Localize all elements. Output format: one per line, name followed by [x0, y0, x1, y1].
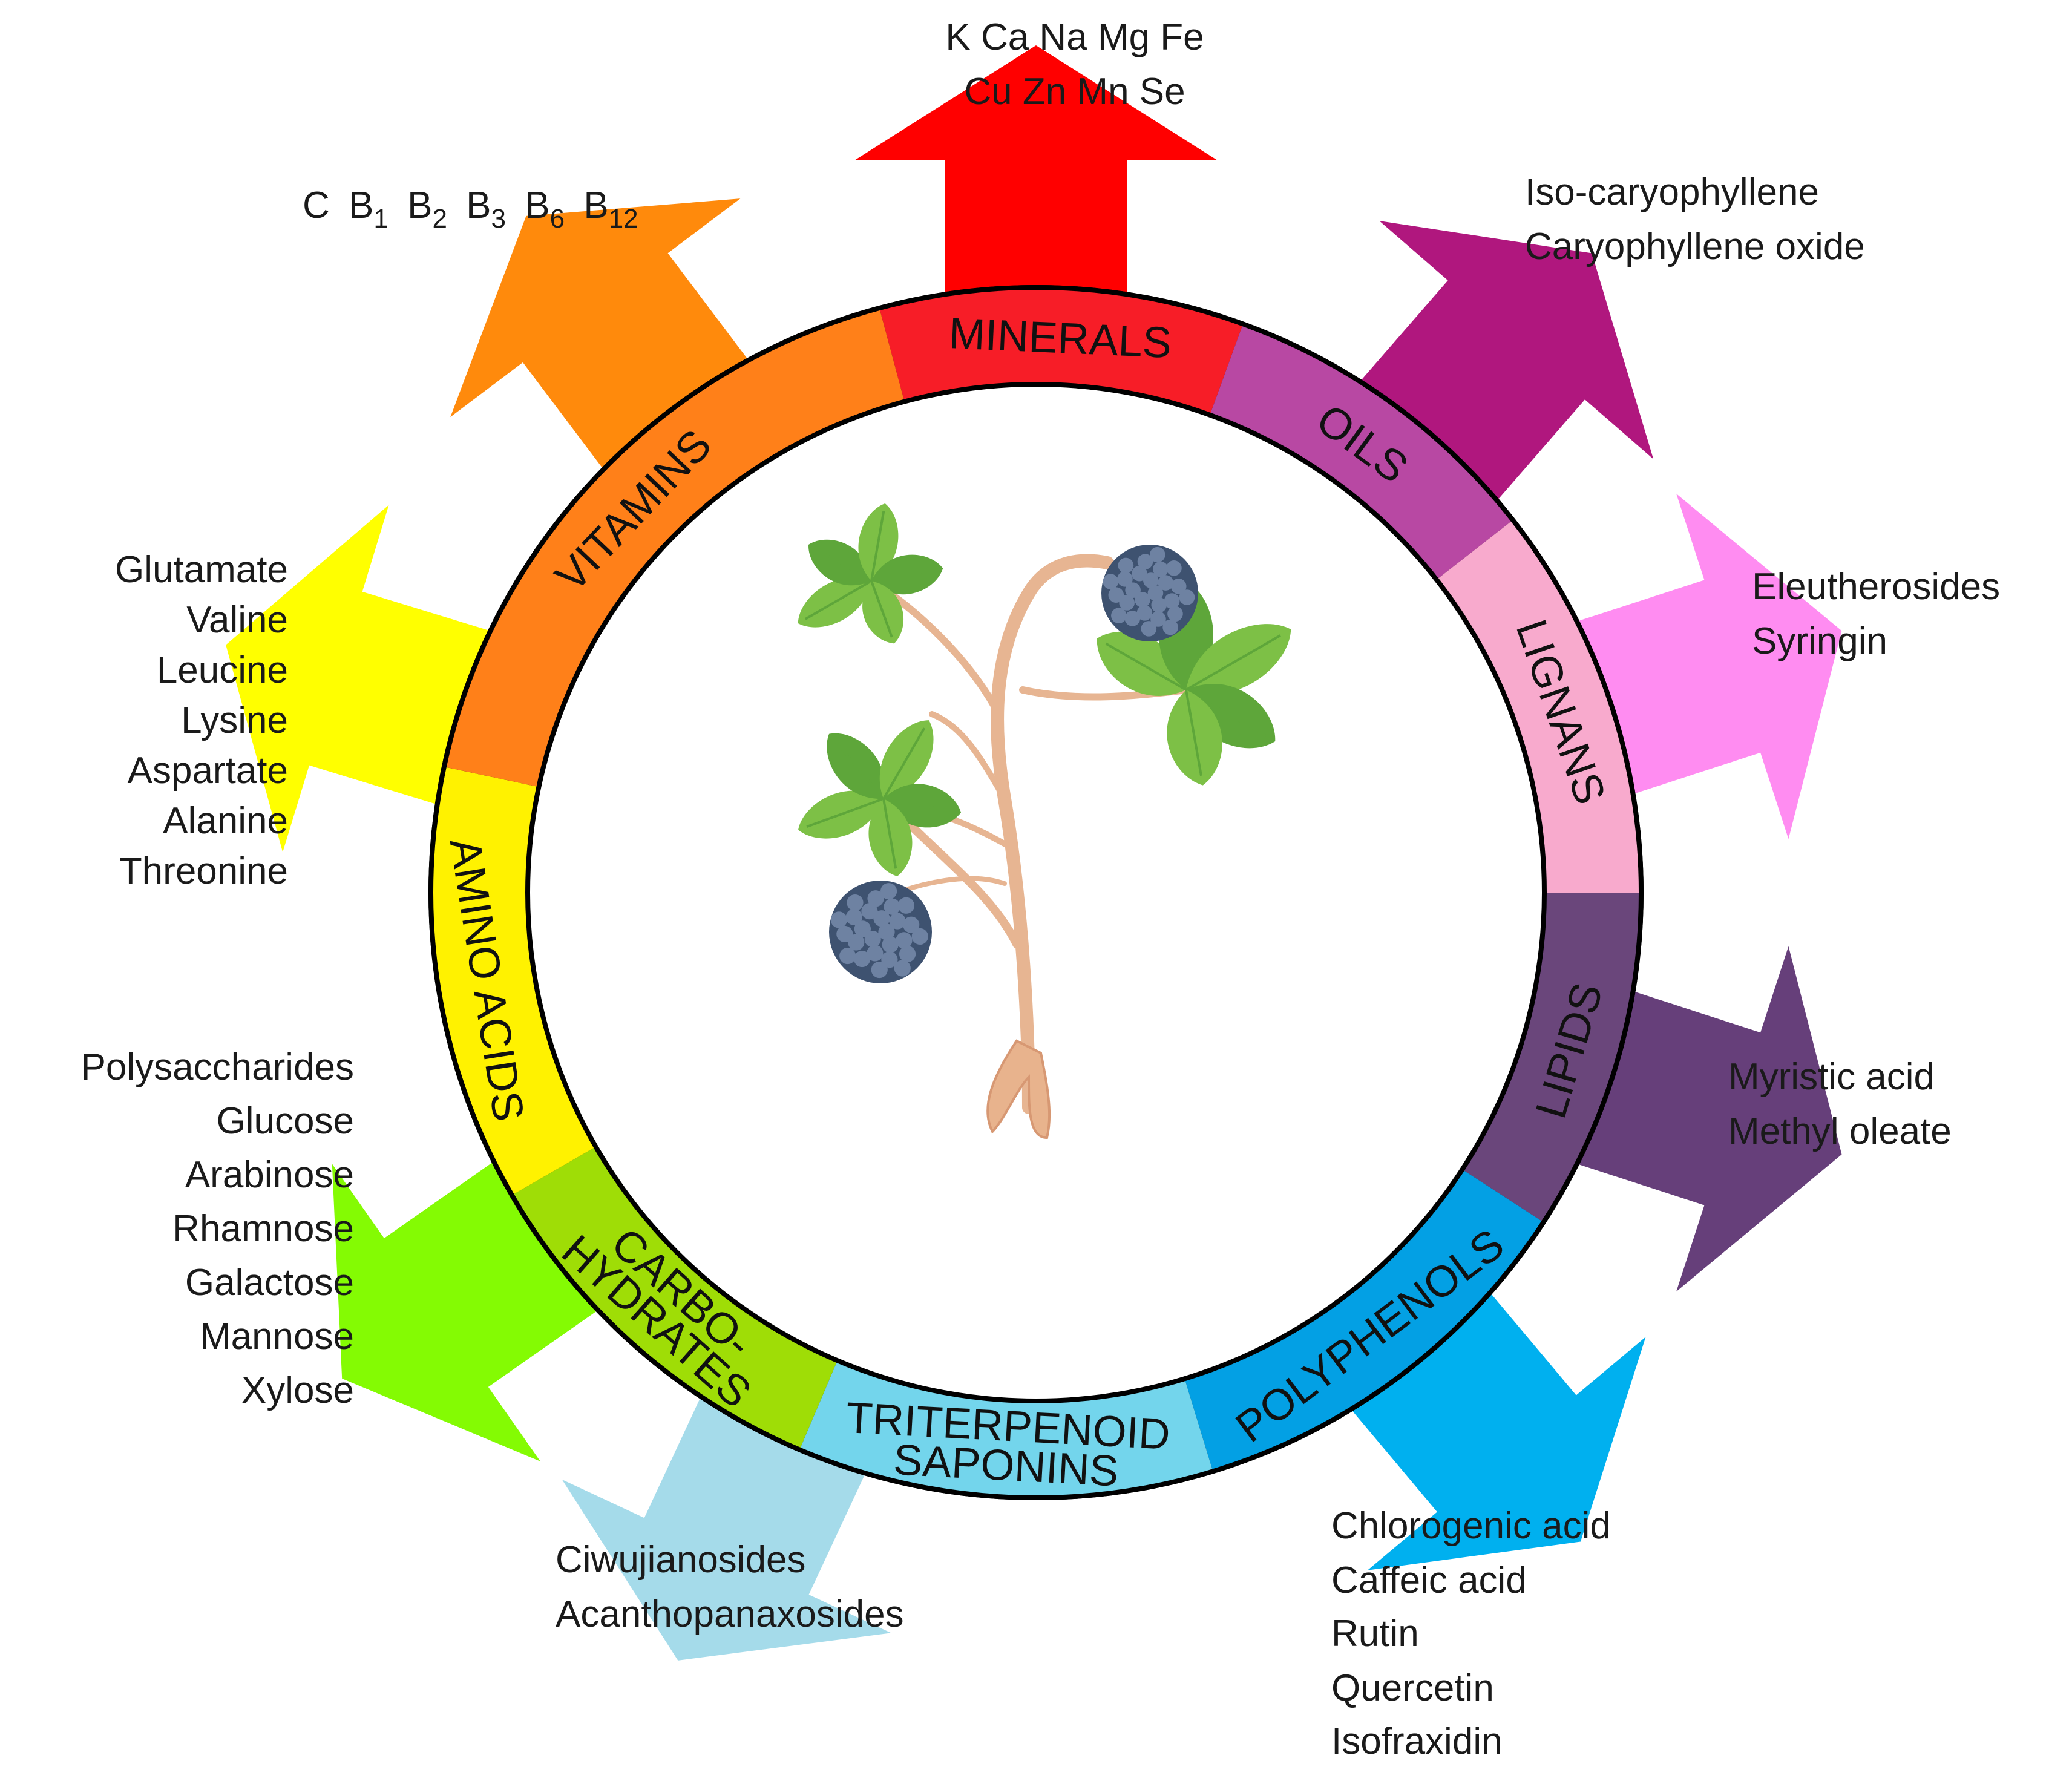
amino-acid-item: Leucine [157, 649, 288, 691]
carbohydrates-item: Rhamnose [172, 1208, 354, 1250]
ring-inner-disc [525, 382, 1547, 1403]
amino-acids-arrow [226, 505, 507, 853]
amino-acid-item: Lysine [181, 700, 288, 741]
vitamin-letter: B [525, 185, 549, 226]
polyphenols-segment [1184, 1169, 1544, 1472]
lignans-item: Eleutherosides [1752, 566, 2000, 608]
lignans-segment [1436, 520, 1641, 893]
polyphenols-item: Quercetin [1331, 1667, 1494, 1709]
vitamin-subscript: 6 [550, 204, 565, 234]
carbohydrates-item: Polysaccharides [81, 1046, 354, 1088]
plant-illustration [798, 503, 1291, 1140]
lipids-item: Methyl oleate [1728, 1110, 1952, 1152]
oils-items: Iso-caryophyllene Caryophyllene oxide [1525, 171, 1865, 267]
saponins-item: Acanthopanaxosides [556, 1593, 904, 1635]
leaf [1185, 624, 1291, 695]
segment-label-line: SAPONINS [892, 1435, 1120, 1495]
lipids-item: Myristic acid [1728, 1056, 1935, 1098]
minerals-items: K Ca Na Mg Fe Cu Zn Mn Se [945, 16, 1204, 113]
minerals-label: MINERALS [948, 309, 1172, 367]
leaf [1167, 689, 1222, 786]
leaf [798, 790, 884, 839]
leaf [879, 720, 934, 799]
oils-item: Iso-caryophyllene [1525, 171, 1819, 213]
carbohydrates-item: Glucose [217, 1100, 354, 1142]
lignans-item: Syringin [1752, 620, 1887, 662]
vitamin-letter: B [583, 185, 608, 226]
vitamin-subscript: 2 [432, 204, 447, 234]
amino-acid-item: Valine [186, 599, 288, 641]
leaf [871, 554, 943, 595]
carbohydrates-item: Galactose [185, 1262, 354, 1304]
vitamin-letter: B [349, 185, 373, 226]
lignans-items: Eleutherosides Syringin [1752, 566, 2000, 662]
saponins-items: Ciwujianosides Acanthopanaxosides [556, 1539, 904, 1635]
minerals-item: Cu Zn Mn Se [964, 71, 1185, 113]
vitamin-letter: B [466, 185, 491, 226]
carbohydrates-item: Arabinose [185, 1154, 354, 1196]
amino-acids-segment [431, 767, 596, 1195]
vitamin-subscript: 12 [609, 204, 638, 234]
leaf [827, 733, 885, 800]
carbohydrates-items: Polysaccharides Glucose Arabinose Rhamno… [81, 1046, 354, 1411]
root [986, 1039, 1051, 1140]
amino-acids-items: Glutamate Valine Leucine Lysine Aspartat… [115, 549, 288, 892]
minerals-item: K Ca Na Mg Fe [945, 16, 1204, 58]
amino-acid-item: Alanine [163, 800, 288, 842]
ring-outer-stroke [428, 285, 1644, 1500]
leaf [798, 577, 872, 628]
polyphenols-items: Chlorogenic acid Caffeic acid Rutin Quer… [1331, 1505, 1611, 1762]
polyphenols-item: Rutin [1331, 1613, 1419, 1655]
leaf [868, 798, 913, 877]
oils-item: Caryophyllene oxide [1525, 226, 1865, 267]
leaf [862, 580, 904, 644]
minerals-arrow [854, 45, 1218, 312]
polyphenols-item: Chlorogenic acid [1331, 1505, 1611, 1547]
lipids-segment [1462, 893, 1641, 1222]
lipids-items: Myristic acid Methyl oleate [1728, 1056, 1952, 1152]
stem [929, 711, 1008, 802]
lipids-arrow [1560, 946, 1842, 1292]
polyphenols-item: Caffeic acid [1331, 1560, 1527, 1601]
carbohydrates-item: Xylose [241, 1369, 354, 1411]
polyphenols-item: Isofraxidin [1331, 1720, 1503, 1762]
saponins-item: Ciwujianosides [556, 1539, 806, 1581]
berry-cluster [1101, 545, 1198, 641]
vitamin-letter: B [407, 185, 432, 226]
ring-layer [428, 285, 1644, 1500]
amino-acid-item: Glutamate [115, 549, 288, 591]
berry-cluster [829, 881, 932, 983]
amino-acid-item: Aspartate [128, 750, 288, 792]
saponins-segment [799, 1360, 1213, 1498]
vitamin-subscript: 1 [373, 204, 388, 234]
segment-label-line: MINERALS [948, 309, 1172, 367]
leaf [808, 539, 872, 586]
minerals-segment [879, 287, 1244, 415]
amino-acid-item: Threonine [119, 850, 288, 892]
oils-segment [1210, 324, 1513, 580]
vitamins-items: C B1 B2 B3 B6 B12 [303, 185, 638, 236]
vitamin-letter: C [303, 185, 330, 226]
vitamin-subscript: 3 [491, 204, 506, 234]
carbohydrates-segment [511, 1147, 838, 1450]
lignans-arrow [1560, 493, 1842, 839]
carbohydrates-item: Mannose [200, 1316, 354, 1357]
stem [991, 554, 1114, 1114]
vitamins-segment [444, 308, 905, 787]
